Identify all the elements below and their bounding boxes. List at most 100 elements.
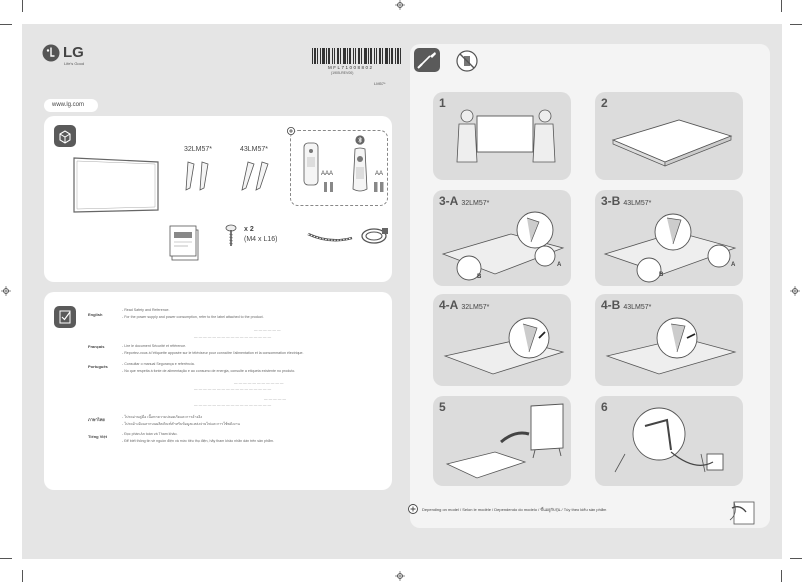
step-id: 4-A	[439, 298, 459, 312]
remote-optional-box: AAA AA	[287, 127, 388, 206]
bluetooth-icon	[355, 135, 365, 145]
brand-text: LG	[63, 44, 84, 61]
model-a-label: 32LM57*	[184, 146, 213, 153]
battery-a-label: AAA	[321, 171, 334, 177]
step-1-panel: 1	[433, 92, 571, 180]
crop-mark	[0, 24, 12, 25]
battery-aaa-icon	[324, 182, 333, 192]
lang-vietnamese: Tiếng Việt	[88, 434, 107, 439]
stand-feet-small-icon	[185, 161, 209, 191]
step-number: 2	[601, 96, 608, 110]
step-id: 3-B	[601, 194, 621, 208]
stand-feet-large-icon	[241, 161, 269, 191]
screw-icon	[225, 224, 237, 246]
cleaning-brush-icon	[414, 48, 440, 72]
registration-mark-icon	[790, 286, 800, 296]
registration-mark-icon	[395, 0, 405, 10]
text-line: - Đọc phần An toàn và Tham khảo.	[122, 432, 178, 436]
text-line-rtl: — — — — — — — — — — — — — — — — —	[194, 387, 272, 391]
registration-mark-icon	[1, 286, 11, 296]
text-line-rtl: — — — — — —	[254, 328, 281, 332]
crop-mark	[790, 558, 802, 559]
screw-size: (M4 x L16)	[244, 236, 278, 243]
website-text: www.lg.com	[52, 102, 85, 108]
text-line: - โปรดอ่านคู่มือ เนื้อหาความปลอดภัยและกา…	[122, 415, 203, 419]
box-contents-card: 32LM57* 43LM57* x 2 (M4 x L16)	[44, 116, 392, 282]
battery-aa-icon	[374, 182, 384, 192]
cable-holder-icon	[307, 232, 353, 242]
text-line: - Read Safety and Reference.	[122, 308, 170, 312]
attach-stand-a-icon	[441, 211, 565, 281]
crop-mark	[0, 558, 12, 559]
crop-mark	[781, 570, 782, 582]
lang-thai: ภาษาไทย	[88, 417, 105, 422]
barcode-icon	[312, 48, 401, 64]
step-model: 43LM57*	[623, 304, 652, 311]
text-line-rtl: — — — — —	[264, 397, 286, 401]
text-line: - Consultar o manual Segurança e referên…	[122, 362, 195, 366]
text-line: - No que respeita à fonte de alimentação…	[122, 369, 296, 373]
tv-laid-flat-icon	[611, 119, 733, 167]
text-line: - Để biết thông tin về nguồn điện và mức…	[122, 439, 275, 443]
step-6-panel: 6	[595, 396, 743, 486]
connect-power-cord-icon	[614, 407, 724, 473]
manual-booklet-icon	[169, 225, 199, 261]
checklist-icon	[54, 306, 76, 328]
lang-english: English	[88, 312, 103, 317]
insert-screws-b-icon	[605, 317, 737, 375]
battery-b-label: AA	[375, 171, 384, 177]
text-line-rtl: — — — — — — — — — — — — — — — — —	[194, 335, 272, 339]
remote-control-icon	[303, 142, 319, 186]
page-turn-icon	[729, 501, 755, 525]
crop-mark	[22, 570, 23, 582]
step-model: 32LM57*	[461, 304, 490, 311]
step-id: 3-A	[439, 194, 459, 208]
plus-icon	[287, 127, 295, 135]
no-liquid-icon	[456, 50, 478, 72]
callout-a: A	[731, 262, 736, 268]
barcode-revision: (1905-REV00)	[331, 71, 354, 75]
depending-on-model-note: Depending on model / Selon le modèle / D…	[422, 507, 607, 512]
lg-logo-icon	[42, 44, 60, 62]
insert-screws-a-icon	[443, 317, 565, 375]
stand-tv-upright-icon	[445, 403, 564, 479]
model-b-label: 43LM57*	[240, 146, 269, 153]
step-number: 1	[439, 96, 446, 110]
website-pill: www.lg.com	[44, 99, 98, 112]
text-line: - For the power supply and power consump…	[122, 315, 264, 319]
box-icon	[54, 125, 76, 147]
text-line-rtl: — — — — — — — — — — — — — — — — —	[194, 403, 272, 407]
brand-tagline: Life's Good	[64, 61, 85, 66]
screw-count: x 2	[244, 226, 254, 233]
step-number: 6	[601, 400, 608, 414]
callout-b: B	[477, 274, 482, 280]
text-line: - โปรดอ้างอิงฉลากบนผลิตภัณฑ์สำหรับข้อมูล…	[122, 422, 240, 426]
step-2-panel: 2	[595, 92, 743, 180]
step-model: 32LM57*	[461, 200, 490, 207]
model-code: LM57*	[374, 81, 386, 86]
magic-remote-icon	[352, 147, 368, 192]
manual-sheet: LG Life's Good MFL71008802 (1905-REV00) …	[22, 24, 782, 559]
text-line-rtl: — — — — — — — — — — —	[234, 381, 284, 385]
barcode-number: MFL71008802	[328, 65, 374, 70]
two-people-lifting-tv-icon	[456, 109, 556, 163]
callout-a: A	[557, 262, 562, 268]
callout-b: B	[659, 272, 664, 278]
text-line: - Lire le document Sécurité et référence…	[122, 344, 187, 348]
lang-french: Français	[88, 344, 105, 349]
step-5-panel: 5	[433, 396, 571, 486]
lang-portuguese: Português	[88, 364, 108, 369]
text-line: - Reportez-vous à l'étiquette apposée su…	[122, 351, 304, 355]
power-cord-icon	[361, 228, 388, 244]
step-number: 5	[439, 400, 446, 414]
crop-mark	[22, 0, 23, 12]
tv-panel-icon	[73, 157, 159, 213]
